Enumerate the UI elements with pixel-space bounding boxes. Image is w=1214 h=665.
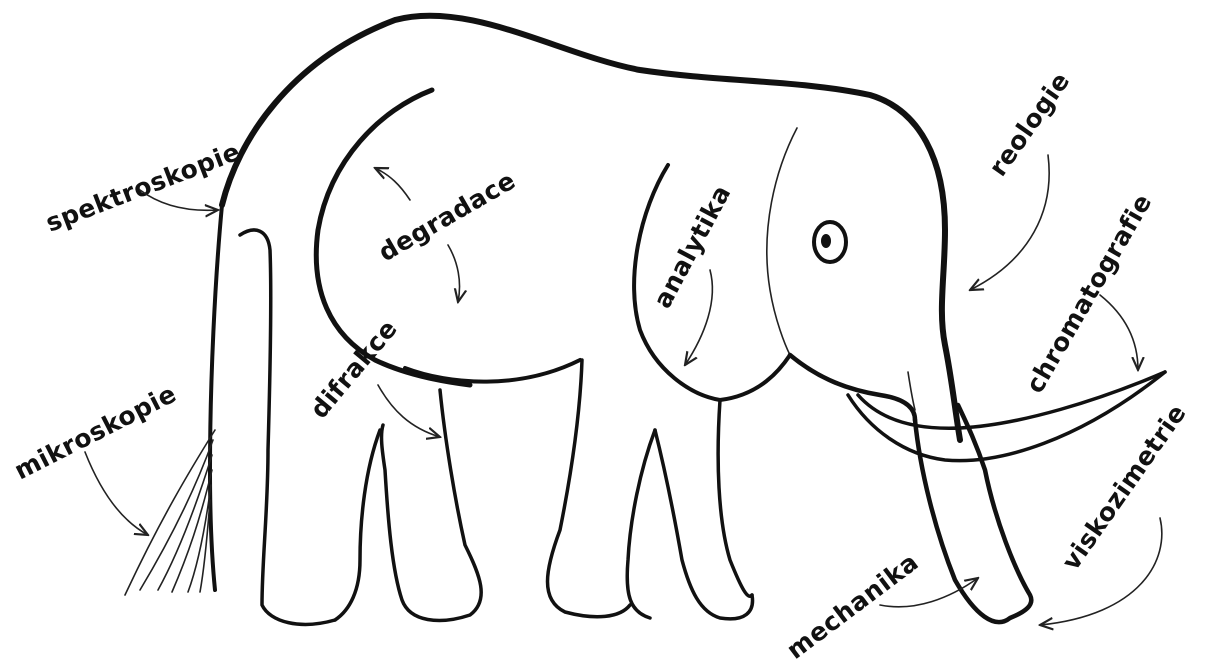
label-degradace: degradace (374, 166, 521, 268)
label-chromatografie: chromatografie (1020, 189, 1157, 398)
elephant-outline (125, 16, 1165, 625)
label-mikroskopie-text: mikroskopie (10, 379, 181, 486)
label-analytika: analytika (648, 180, 737, 313)
label-difrakce: difrakce (304, 314, 403, 424)
label-spektroskopie-text: spektroskopie (42, 137, 244, 238)
arrow-mikroskopie (85, 452, 148, 535)
label-viskozimetrie: viskozimetrie (1056, 399, 1192, 576)
label-reologie: reologie (983, 67, 1075, 182)
arrow-degradace-down (448, 245, 460, 302)
arrow-chromatografie (1100, 295, 1138, 370)
label-chromatografie-text: chromatografie (1020, 189, 1157, 398)
label-spektroskopie: spektroskopie (42, 137, 244, 238)
label-difrakce-text: difrakce (304, 314, 403, 424)
label-analytika-text: analytika (648, 180, 737, 313)
label-degradace-text: degradace (374, 166, 521, 268)
label-viskozimetrie-text: viskozimetrie (1056, 399, 1192, 576)
arrow-difrakce (378, 385, 440, 437)
arrow-analytika (685, 270, 712, 365)
label-reologie-text: reologie (983, 67, 1075, 182)
pointer-arrows (85, 155, 1162, 625)
label-mikroskopie: mikroskopie (10, 379, 181, 486)
arrow-degradace-up (375, 168, 410, 200)
